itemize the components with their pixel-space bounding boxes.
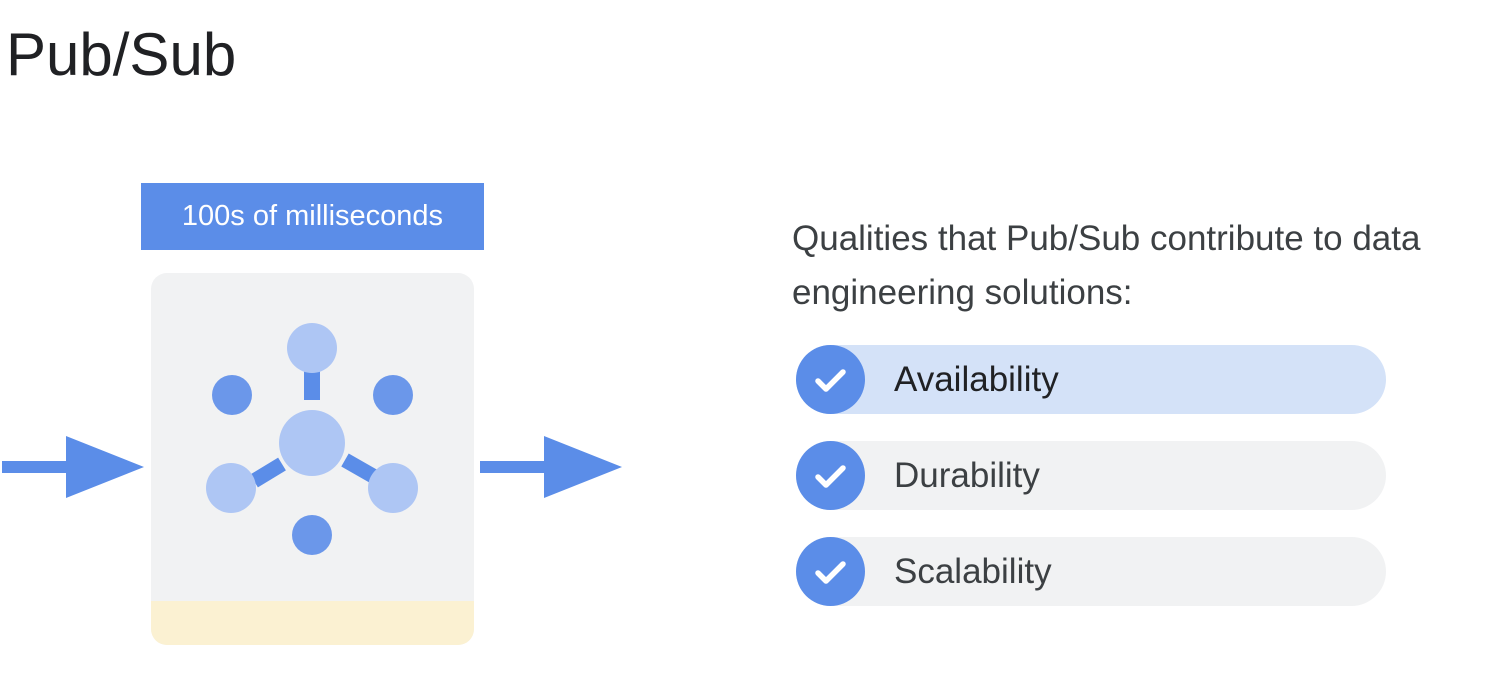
- quality-label: Availability: [894, 360, 1059, 399]
- latency-label: 100s of milliseconds: [141, 183, 484, 250]
- card-footer: [151, 601, 474, 645]
- check-circle-icon: [796, 537, 865, 606]
- qualities-list: Availability Durability Scalability: [796, 345, 1386, 633]
- quality-label: Durability: [894, 456, 1040, 495]
- check-circle-icon: [796, 345, 865, 414]
- pubsub-hub-icon: [206, 323, 418, 555]
- quality-item-availability: Availability: [796, 345, 1386, 414]
- quality-label: Scalability: [894, 552, 1052, 591]
- quality-item-durability: Durability: [796, 441, 1386, 510]
- check-circle-icon: [796, 441, 865, 510]
- quality-item-scalability: Scalability: [796, 537, 1386, 606]
- qualities-heading: Qualities that Pub/Sub contribute to dat…: [792, 219, 1421, 312]
- page-title: Pub/Sub: [6, 21, 237, 88]
- output-arrow-icon: [480, 436, 622, 498]
- pubsub-service-card: [151, 273, 474, 645]
- input-arrow-icon: [2, 436, 144, 498]
